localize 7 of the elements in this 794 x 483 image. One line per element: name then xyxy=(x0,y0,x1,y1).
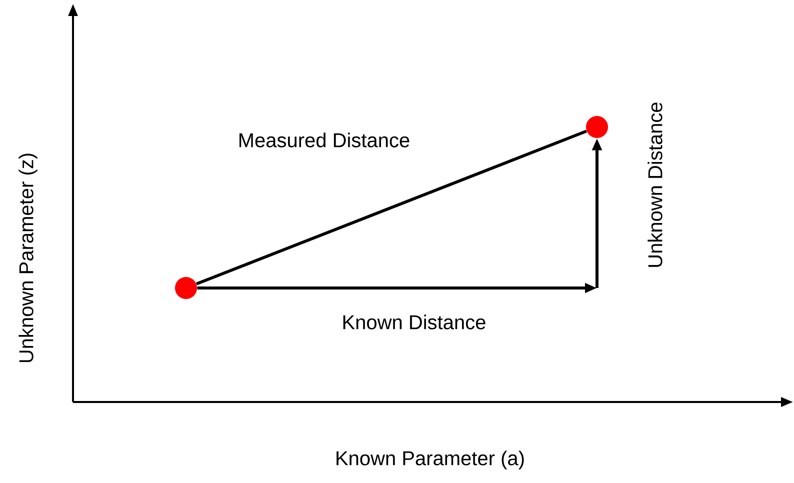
edge-label: Known Distance xyxy=(343,314,486,330)
axis-label: Known Parameter (a) xyxy=(336,450,524,470)
edge-label: Measured Distance xyxy=(239,132,410,148)
point-marker xyxy=(175,277,197,299)
point-marker xyxy=(586,116,608,138)
axis-label: Unknown Parameter (z) xyxy=(18,154,38,362)
edge-label: Unknown Distance xyxy=(648,102,662,267)
